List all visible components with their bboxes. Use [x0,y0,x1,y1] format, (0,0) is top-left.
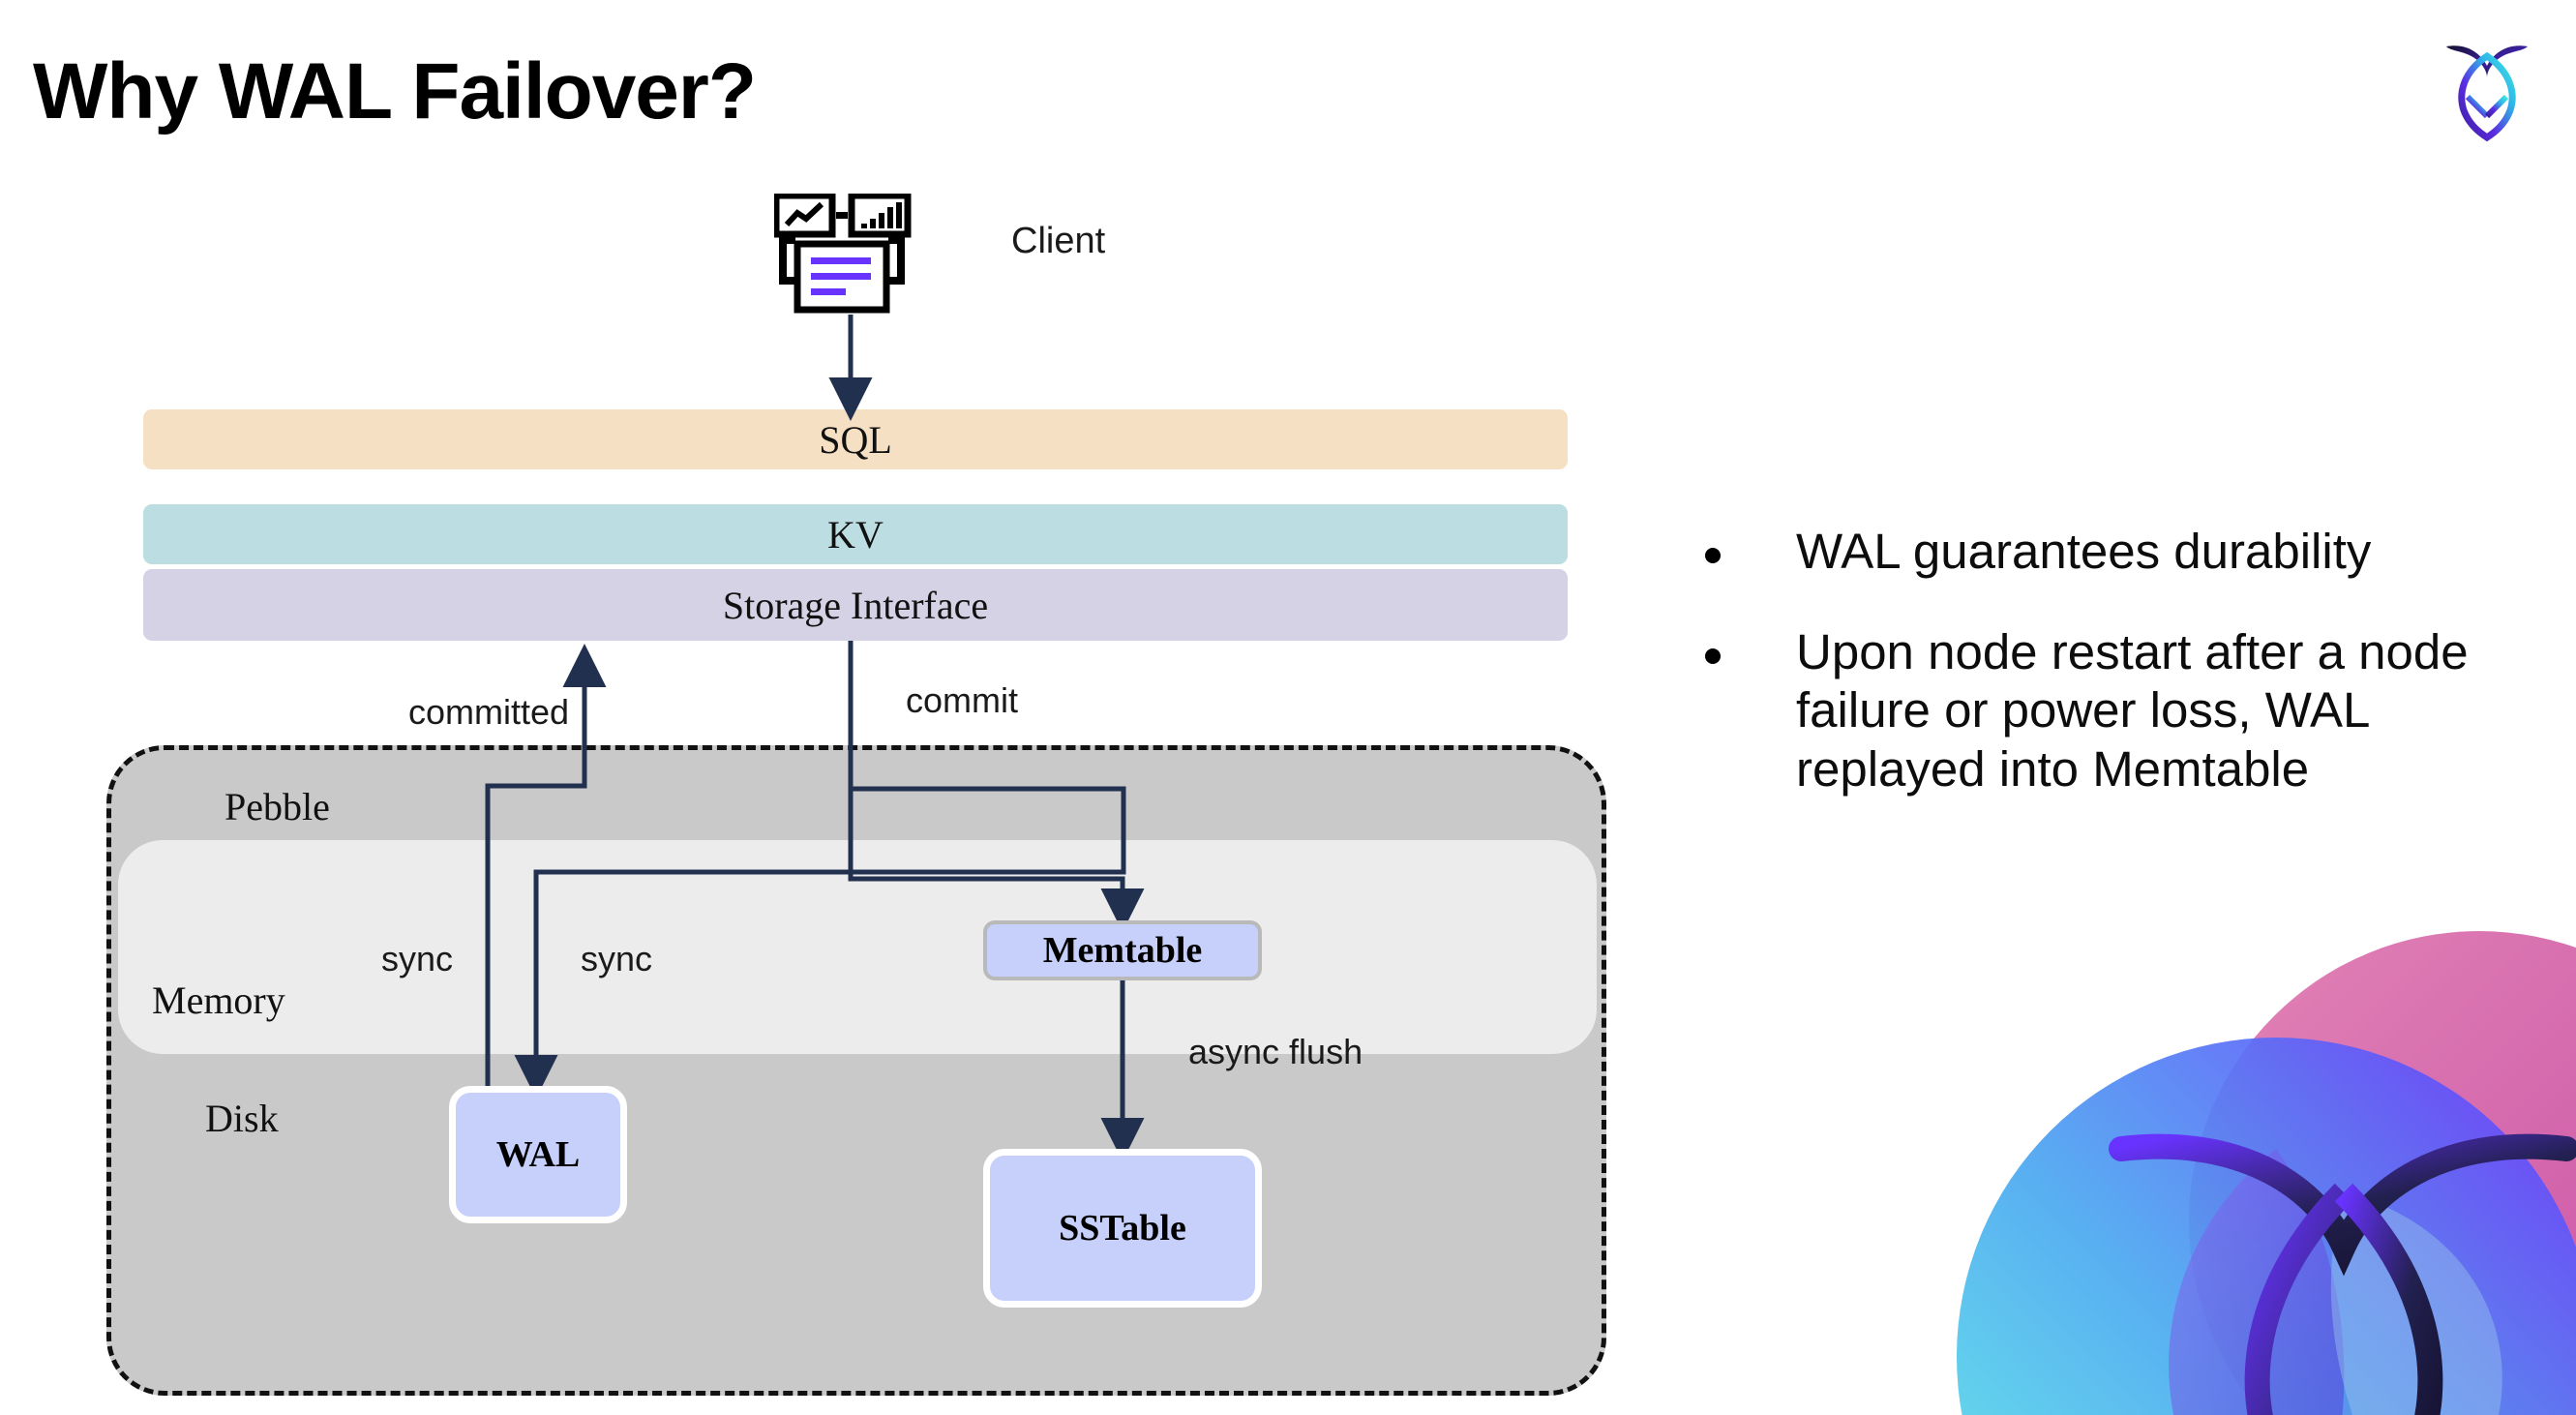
bullet-text: Upon node restart after a node failure o… [1796,624,2469,797]
bullet-dot-icon [1705,648,1721,665]
list-item: WAL guarantees durability [1705,523,2508,581]
bullet-dot-icon [1705,548,1721,563]
pebble-label: Pebble [225,785,330,828]
layer-bar-sql: SQL [143,409,1568,469]
node-wal-label: WAL [495,1134,581,1175]
node-memtable-label: Memtable [1042,930,1203,971]
memory-region [118,840,1597,1054]
layer-bar-kv-label: KV [827,512,884,557]
edge-label-async-flush: async flush [1188,1032,1363,1071]
layer-bar-sql-label: SQL [819,417,892,462]
edge-label-sync-right: sync [581,939,653,978]
bullet-text: WAL guarantees durability [1796,524,2372,579]
node-sstable: SSTable [983,1149,1262,1308]
disk-label: Disk [205,1097,279,1140]
layer-bar-storage-interface: Storage Interface [143,569,1568,641]
corner-gradient-decoration [1957,902,2576,1415]
bullet-list: WAL guarantees durability Upon node rest… [1705,523,2508,841]
memory-label: Memory [152,978,285,1022]
client-device-icon [772,192,927,315]
node-sstable-label: SSTable [1059,1208,1186,1249]
page-title: Why WAL Failover? [33,47,757,135]
list-item: Upon node restart after a node failure o… [1705,623,2508,798]
edge-label-committed: committed [408,692,570,732]
client-label: Client [1011,221,1106,261]
edge-label-commit: commit [906,680,1018,720]
layer-bar-kv: KV [143,504,1568,564]
node-wal: WAL [449,1086,627,1223]
cockroachdb-logo-icon [2425,21,2549,145]
edge-label-sync-left: sync [381,939,454,978]
node-memtable: Memtable [983,920,1262,980]
layer-bar-storage-interface-label: Storage Interface [722,583,989,627]
